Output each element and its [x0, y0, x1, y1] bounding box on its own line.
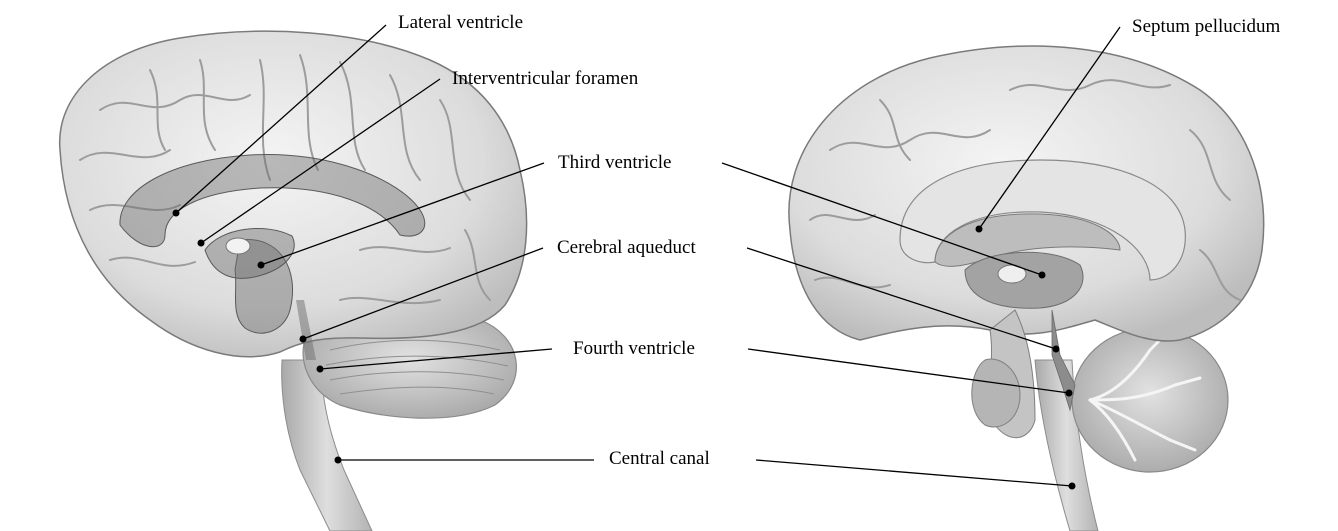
- point-cerebral-aqueduct-left: [300, 336, 307, 343]
- point-third-ventricle-left: [258, 262, 265, 269]
- point-lateral-ventricle: [173, 210, 180, 217]
- label-septum-pellucidum: Septum pellucidum: [1132, 16, 1280, 38]
- point-septum-pellucidum: [976, 226, 983, 233]
- label-interventricular-foramen: Interventricular foramen: [452, 68, 638, 90]
- label-fourth-ventricle: Fourth ventricle: [573, 338, 695, 360]
- right-brain-sagittal-view: [789, 46, 1264, 531]
- point-interventricular-foramen: [198, 240, 205, 247]
- leader-line-central-canal-right: [756, 460, 1072, 486]
- label-third-ventricle: Third ventricle: [558, 152, 671, 174]
- point-third-ventricle-right: [1039, 272, 1046, 279]
- point-fourth-ventricle-right: [1066, 390, 1073, 397]
- left-interthalamic-adhesion: [226, 238, 250, 254]
- label-cerebral-aqueduct: Cerebral aqueduct: [557, 237, 696, 259]
- label-lateral-ventricle: Lateral ventricle: [398, 12, 523, 34]
- point-central-canal-left: [335, 457, 342, 464]
- point-cerebral-aqueduct-right: [1053, 346, 1060, 353]
- label-central-canal: Central canal: [609, 448, 710, 470]
- point-central-canal-right: [1069, 483, 1076, 490]
- point-fourth-ventricle-left: [317, 366, 324, 373]
